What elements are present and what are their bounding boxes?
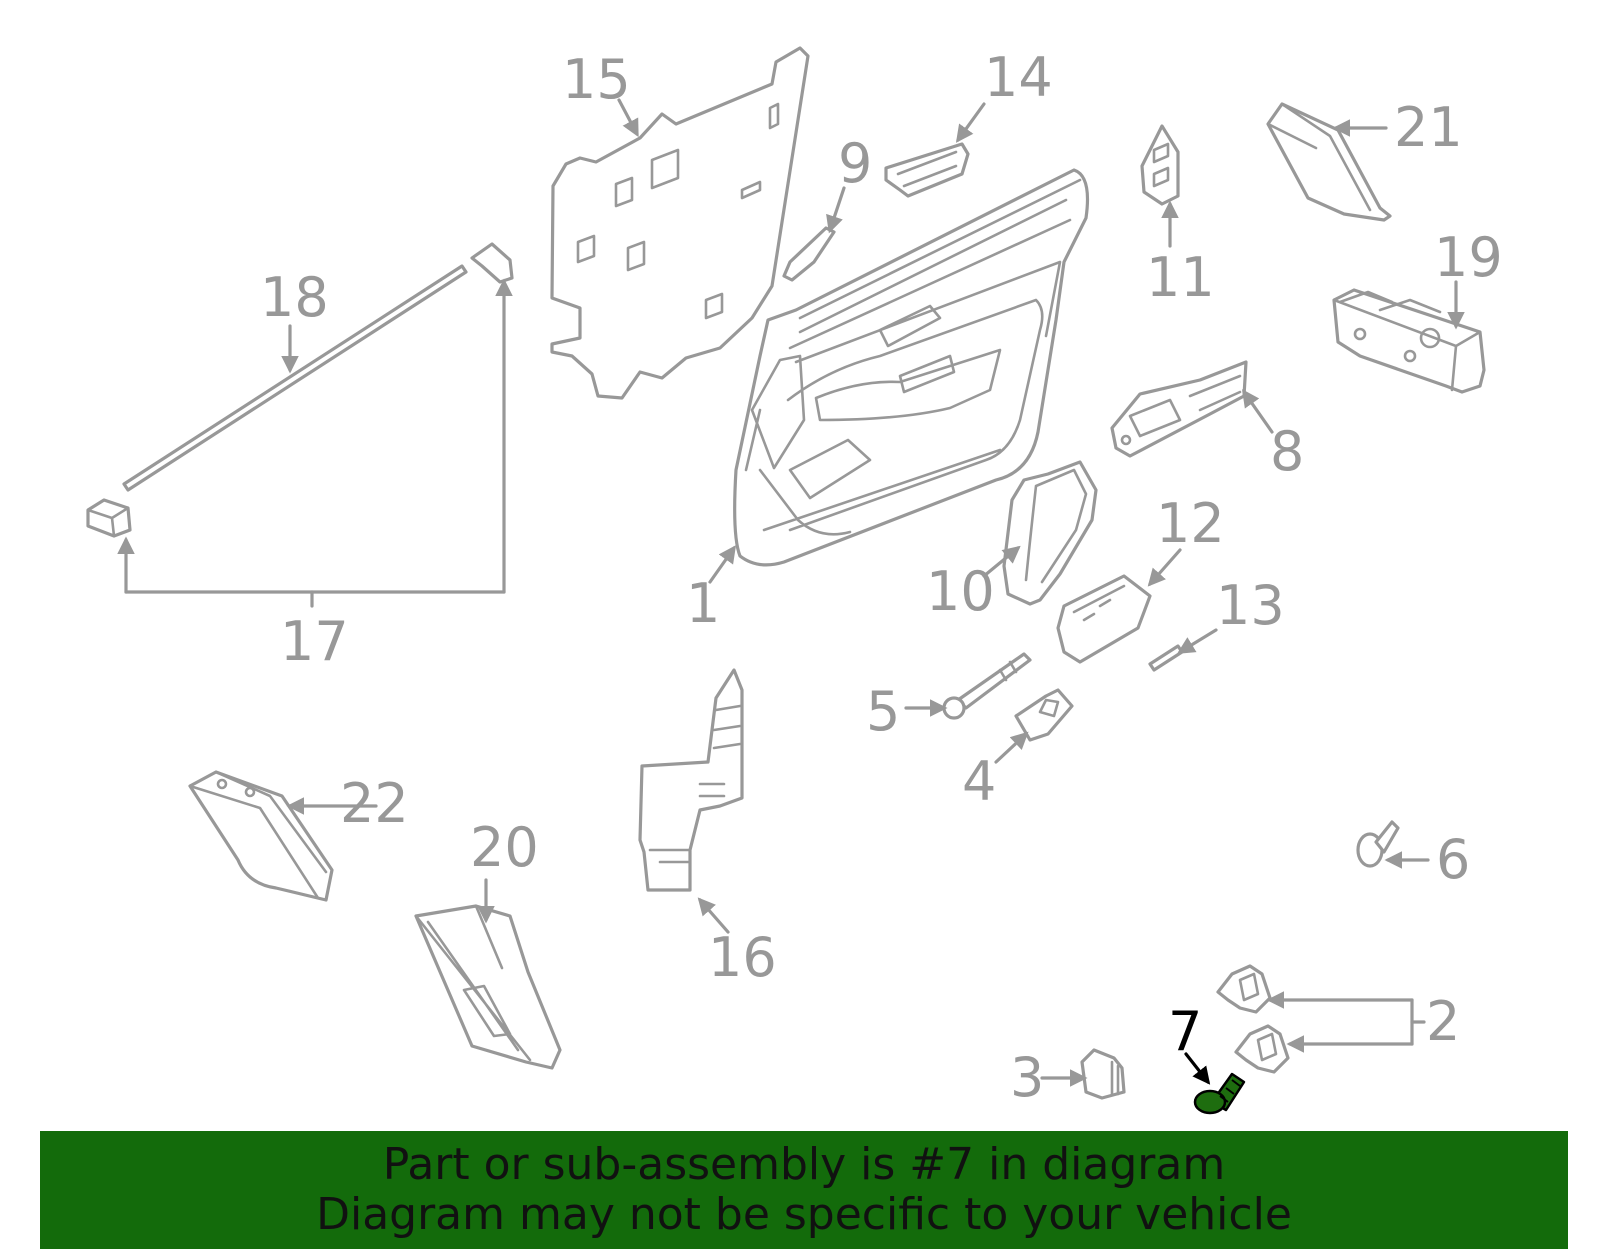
callout-21: 21	[1394, 96, 1463, 159]
part-2-clips	[1216, 964, 1290, 1074]
callout-12: 12	[1156, 492, 1225, 555]
callout-5: 5	[866, 680, 900, 743]
part-10-cover	[1002, 460, 1098, 606]
callout-14: 14	[984, 46, 1053, 109]
part-4-clip-nut	[1014, 688, 1074, 742]
part-15-insulator	[550, 46, 810, 400]
callout-16: 16	[708, 926, 777, 989]
part-17-clip	[86, 498, 132, 538]
callout-labels: 15 14 9 11 21 19 8 18 1 10 12 13 5 4 17 …	[260, 46, 1503, 1109]
part-6-push-pin	[1356, 820, 1400, 868]
part-1-door-trim-panel	[733, 168, 1090, 567]
callout-19: 19	[1434, 226, 1503, 289]
part-5-bolt	[942, 652, 1032, 720]
callout-2: 2	[1426, 990, 1460, 1053]
info-banner: Part or sub-assembly is #7 in diagram Di…	[40, 1131, 1568, 1249]
banner-line-2: Diagram may not be specific to your vehi…	[316, 1189, 1292, 1240]
part-18-molding-strip	[122, 242, 514, 492]
part-11-switch	[1140, 124, 1180, 206]
callout-7: 7	[1168, 1000, 1202, 1063]
callout-6: 6	[1436, 828, 1470, 891]
callout-9: 9	[838, 132, 872, 195]
part-8-bracket	[1110, 360, 1248, 458]
part-20-pocket	[414, 904, 562, 1070]
leaders	[117, 98, 1465, 1087]
part-21-pocket-insert	[1266, 102, 1392, 222]
part-12-handle-bezel	[1056, 574, 1152, 664]
callout-1: 1	[686, 572, 720, 635]
part-19-switch-housing	[1332, 288, 1486, 394]
callout-20: 20	[470, 816, 539, 879]
part-3-cap	[1080, 1048, 1126, 1100]
banner-line-1: Part or sub-assembly is #7 in diagram	[382, 1139, 1226, 1190]
callout-4: 4	[962, 750, 996, 813]
callout-3: 3	[1010, 1046, 1044, 1109]
part-7-screw	[1193, 1072, 1246, 1115]
part-22-pocket	[188, 770, 334, 902]
callout-22: 22	[340, 772, 409, 835]
callout-17: 17	[280, 610, 349, 673]
part-16-switch-assembly	[638, 668, 744, 892]
part-13-pin	[1148, 644, 1184, 672]
callout-15: 15	[562, 48, 631, 111]
part-14-switch-bezel	[884, 142, 970, 198]
callout-11: 11	[1146, 246, 1215, 309]
callout-18: 18	[260, 266, 329, 329]
callout-8: 8	[1270, 420, 1304, 483]
callout-13: 13	[1216, 574, 1285, 637]
callout-10: 10	[926, 560, 995, 623]
part-9-bracket	[782, 226, 836, 282]
